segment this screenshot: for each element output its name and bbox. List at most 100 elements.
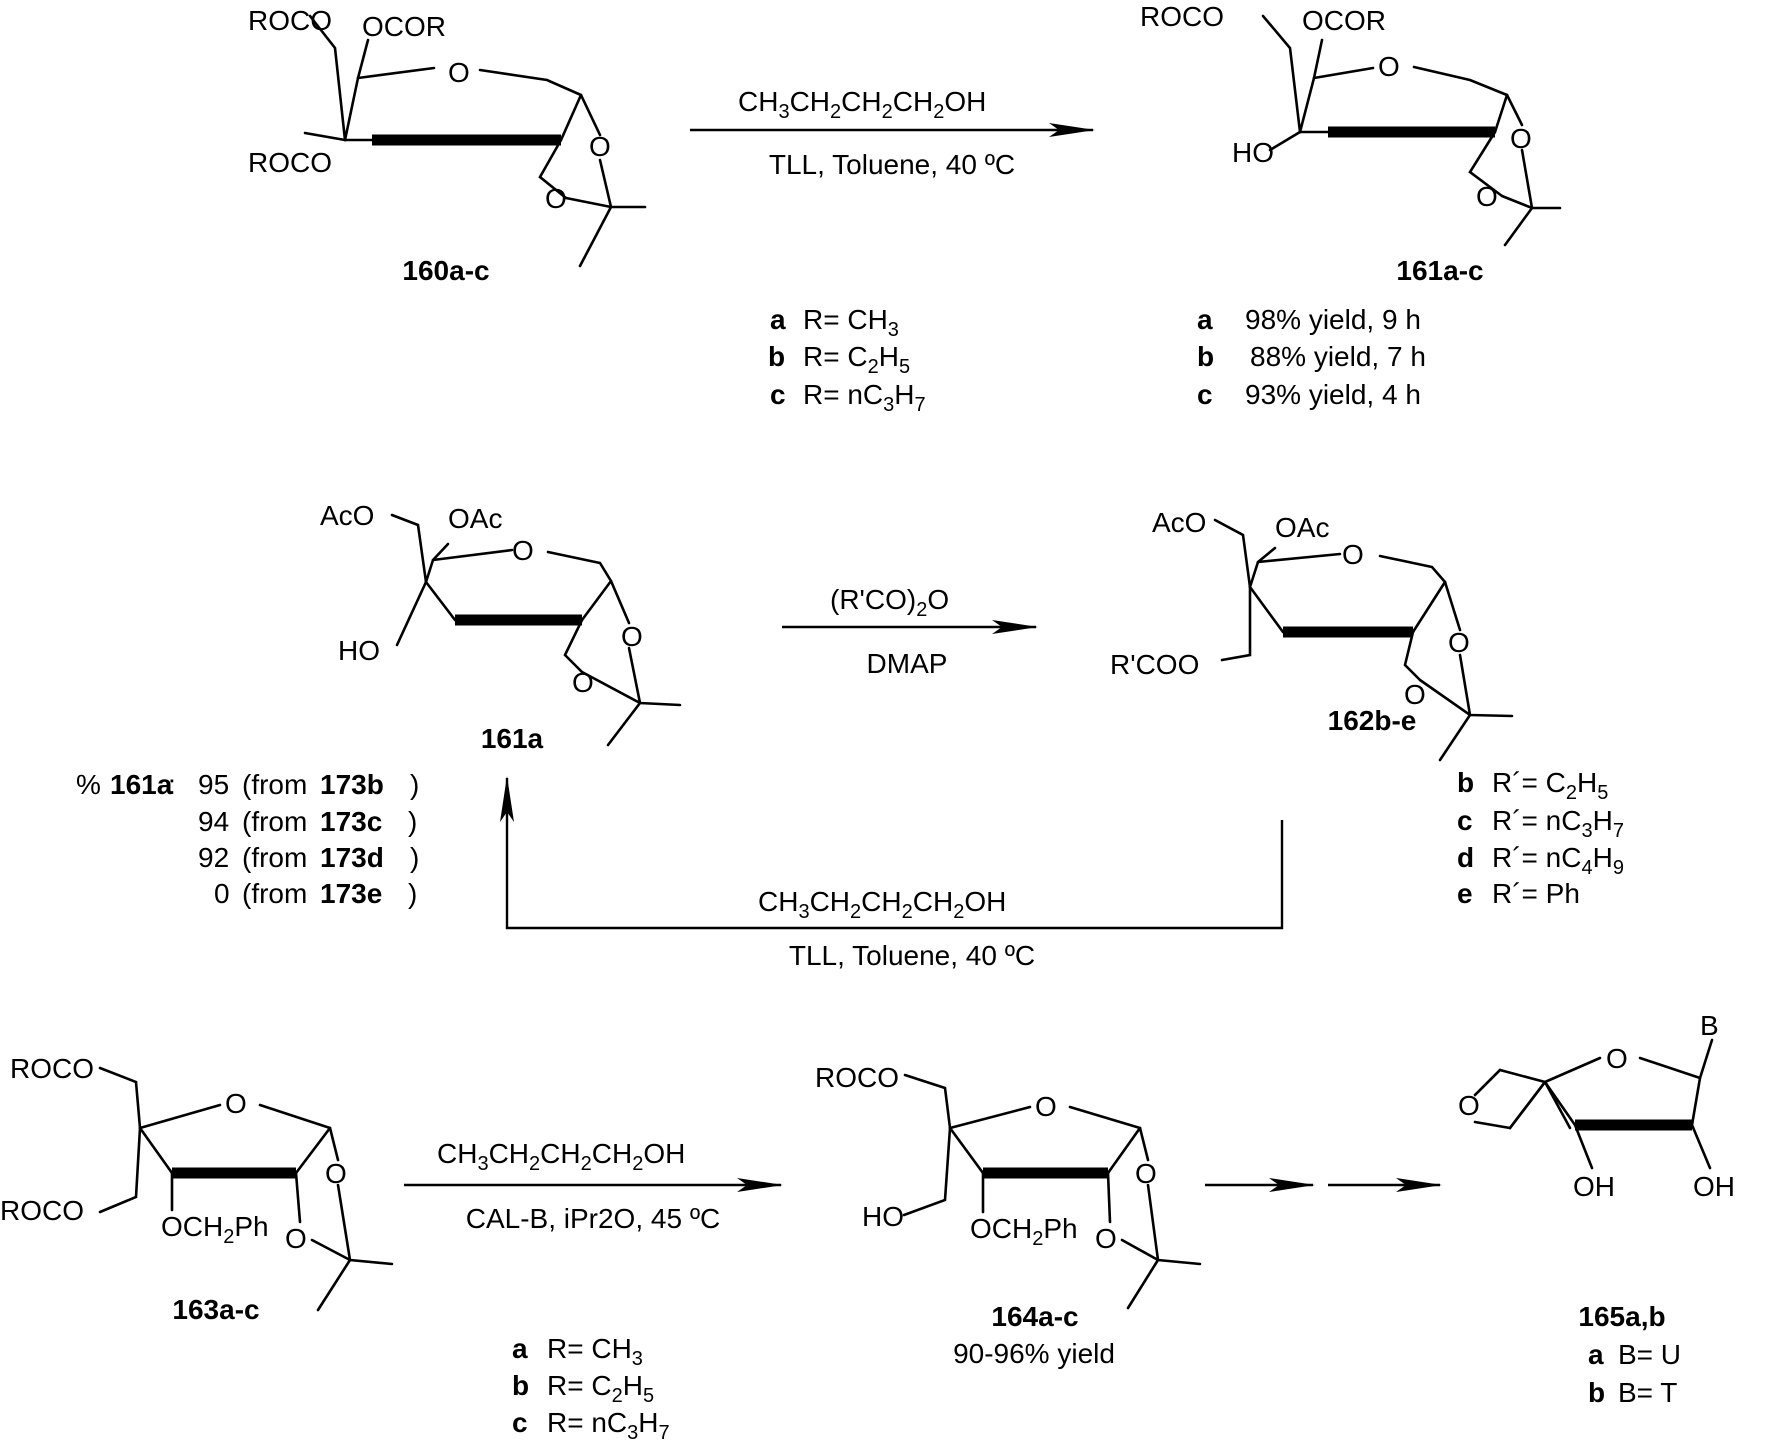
return-reagent-bottom: TLL, Toluene, 40 ºC bbox=[789, 940, 1035, 971]
recovery-row: 0 (from 173e ) bbox=[214, 878, 417, 909]
sm3-acetonide-o2: O bbox=[285, 1223, 307, 1254]
sm3-acetonide-o1: O bbox=[325, 1158, 347, 1189]
compound-163-structure: ROCO O ROCO OCH2Ph O O bbox=[0, 1053, 394, 1312]
sm3-benzyl: OCH2Ph bbox=[161, 1211, 269, 1248]
sm2-ring-ester: OAc bbox=[448, 503, 502, 534]
s2-r-group-e: R´= Ph bbox=[1492, 878, 1580, 909]
s1-r-group-b: R= C2H5 bbox=[803, 341, 910, 378]
reagent-1-top: CH3CH2CH2CH2OH bbox=[738, 86, 986, 123]
sm1-ring-ester: OCOR bbox=[362, 11, 446, 42]
s3-r-key-a: a bbox=[512, 1333, 528, 1364]
s2-r-group-b: R´= C2H5 bbox=[1492, 767, 1608, 804]
s1-yield-a: 98% yield, 9 h bbox=[1245, 304, 1421, 335]
p3-acetonide-o2: O bbox=[1095, 1223, 1117, 1254]
compound-162-structure: AcO OAc O R'COO O O bbox=[1110, 507, 1514, 762]
compound-161-label: 161a-c bbox=[1396, 255, 1483, 286]
recovery-row: 95 (from 173b ) bbox=[198, 769, 419, 800]
p2-bottom-ester: R'COO bbox=[1110, 649, 1199, 680]
p1-top-ester: ROCO bbox=[1140, 1, 1224, 32]
s3-base-a: B= U bbox=[1618, 1339, 1681, 1370]
sm1-ring-oxygen: O bbox=[448, 57, 470, 88]
s2-r-key-e: e bbox=[1457, 878, 1473, 909]
return-arrow bbox=[500, 776, 1284, 930]
recovery-value: 92 bbox=[198, 842, 229, 873]
p3-top-ester: ROCO bbox=[815, 1062, 899, 1093]
sm2-acetonide-o1: O bbox=[621, 621, 643, 652]
s3-base-key-b: b bbox=[1588, 1377, 1605, 1408]
p2-top-ester: AcO bbox=[1152, 507, 1206, 538]
recovery-source: 173c bbox=[320, 806, 382, 837]
recovery-from: (from bbox=[242, 769, 307, 800]
s3-r-group-c: R= nC3H7 bbox=[547, 1407, 670, 1443]
s1-yield-key-c: c bbox=[1197, 379, 1213, 410]
reagent-3-top: CH3CH2CH2CH2OH bbox=[437, 1138, 685, 1175]
s1-r-key-a: a bbox=[770, 304, 786, 335]
sm3-ring-oxygen: O bbox=[225, 1088, 247, 1119]
recovery-from: (from bbox=[242, 878, 307, 909]
recovery-table: % 161a : 95 (from 173b ) 94 (from 173c )… bbox=[76, 769, 419, 909]
reagent-3-bottom: CAL-B, iPr2O, 45 ºC bbox=[466, 1203, 721, 1234]
p3-acetonide-o1: O bbox=[1135, 1158, 1157, 1189]
s2-r-group-c: R´= nC3H7 bbox=[1492, 805, 1624, 842]
sm3-top-ester: ROCO bbox=[10, 1053, 94, 1084]
recovery-close: ) bbox=[408, 806, 417, 837]
p1-acetonide-o1: O bbox=[1510, 123, 1532, 154]
p3-benzyl: OCH2Ph bbox=[970, 1213, 1078, 1250]
p2-acetonide-o2: O bbox=[1404, 679, 1426, 710]
p1-ring-ester: OCOR bbox=[1302, 5, 1386, 36]
s1-r-key-b: b bbox=[768, 341, 785, 372]
compound-165-label: 165a,b bbox=[1578, 1301, 1665, 1332]
recovery-row: 92 (from 173d ) bbox=[198, 842, 419, 873]
s1-yield-c: 93% yield, 4 h bbox=[1245, 379, 1421, 410]
sm1-acetonide-o1: O bbox=[589, 131, 611, 162]
compound-165-structure: O O B OH OH bbox=[1458, 1010, 1735, 1202]
s2-r-group-d: R´= nC4H9 bbox=[1492, 842, 1624, 879]
s1-yield-key-b: b bbox=[1197, 341, 1214, 372]
compound-164-yield: 90-96% yield bbox=[953, 1338, 1115, 1369]
recovery-colon: : bbox=[168, 769, 176, 800]
p2-acetonide-o1: O bbox=[1448, 627, 1470, 658]
sm1-bottom-ester: ROCO bbox=[248, 147, 332, 178]
return-reagent-top: CH3CH2CH2CH2OH bbox=[758, 886, 1006, 923]
sm3-bottom-ester: ROCO bbox=[0, 1195, 84, 1226]
p4-oh-left: OH bbox=[1573, 1171, 1615, 1202]
recovery-source: 173e bbox=[320, 878, 382, 909]
recovery-value: 0 bbox=[214, 878, 230, 909]
oxetane-oxygen: O bbox=[1458, 1090, 1480, 1121]
sm1-top-ester: ROCO bbox=[248, 5, 332, 36]
base-label: B bbox=[1700, 1010, 1719, 1041]
sm2-hydroxyl: HO bbox=[338, 635, 380, 666]
compound-164-label: 164a-c bbox=[991, 1301, 1078, 1332]
recovery-compound: 161a bbox=[110, 769, 173, 800]
p2-ring-oxygen: O bbox=[1342, 539, 1364, 570]
p4-oh-right: OH bbox=[1693, 1171, 1735, 1202]
p2-ring-ester: OAc bbox=[1275, 512, 1329, 543]
recovery-from: (from bbox=[242, 842, 307, 873]
compound-161a-structure: AcO OAc O HO O O bbox=[320, 500, 682, 747]
recovery-from: (from bbox=[242, 806, 307, 837]
p3-hydroxyl: HO bbox=[862, 1201, 904, 1232]
s1-yield-key-a: a bbox=[1197, 304, 1213, 335]
recovery-close: ) bbox=[410, 842, 419, 873]
recovery-value: 94 bbox=[198, 806, 229, 837]
sm2-ring-oxygen: O bbox=[512, 535, 534, 566]
scheme-1: ROCO OCOR O ROCO O O 160a-c CH3CH2CH2CH2… bbox=[248, 1, 1562, 416]
s1-yield-b: 88% yield, 7 h bbox=[1250, 341, 1426, 372]
s3-r-group-b: R= C2H5 bbox=[547, 1370, 654, 1407]
scheme-3: ROCO O ROCO OCH2Ph O O 163a-c CH3CH2CH2C… bbox=[0, 1010, 1735, 1443]
sm1-acetonide-o2: O bbox=[545, 183, 567, 214]
scheme-2: AcO OAc O HO O O 161a (R'CO)2O DMAP bbox=[76, 500, 1624, 971]
recovery-close: ) bbox=[408, 878, 417, 909]
compound-163-label: 163a-c bbox=[172, 1294, 259, 1325]
sm2-acetonide-o2: O bbox=[572, 667, 594, 698]
s3-r-group-a: R= CH3 bbox=[547, 1333, 643, 1370]
recovery-value: 95 bbox=[198, 769, 229, 800]
reagent-2-top: (R'CO)2O bbox=[830, 584, 949, 621]
recovery-row: 94 (from 173c ) bbox=[198, 806, 417, 837]
recovery-close: ) bbox=[410, 769, 419, 800]
p3-ring-oxygen: O bbox=[1035, 1091, 1057, 1122]
s3-r-key-b: b bbox=[512, 1370, 529, 1401]
s3-r-key-c: c bbox=[512, 1407, 528, 1438]
p1-hydroxyl: HO bbox=[1232, 137, 1274, 168]
